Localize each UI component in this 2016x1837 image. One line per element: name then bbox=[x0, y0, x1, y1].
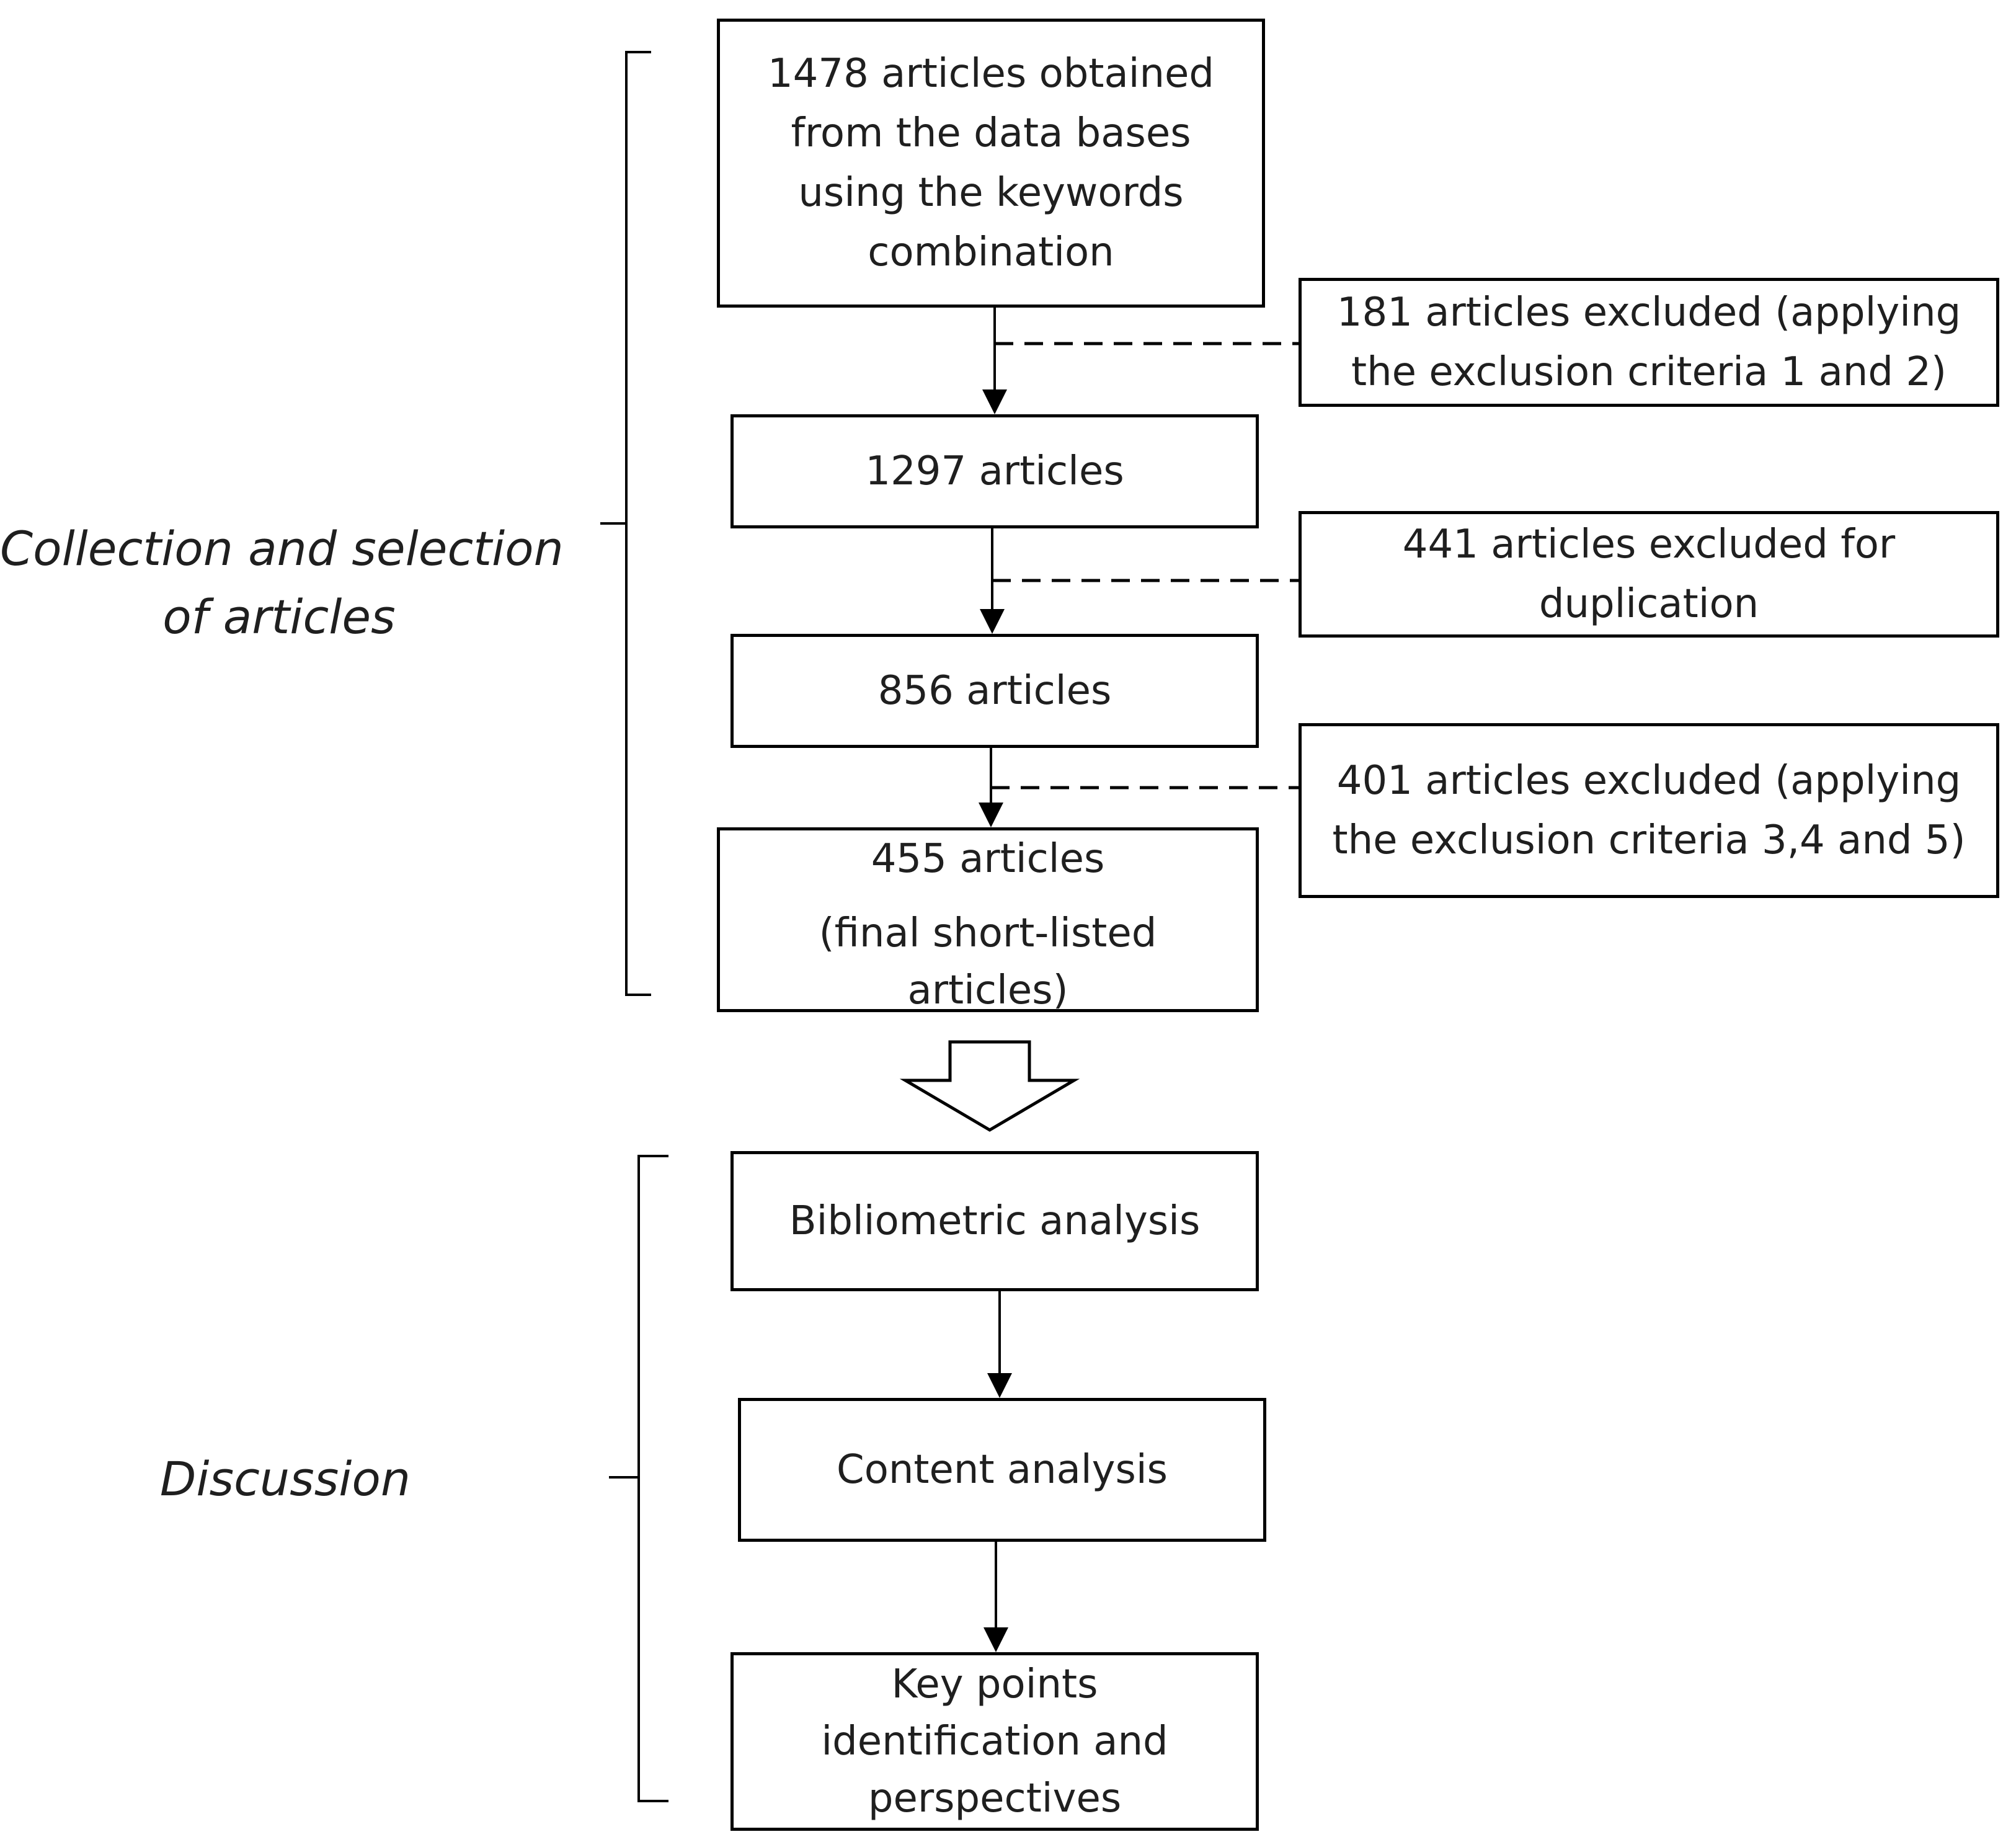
step-box-1478-articles: 1478 articles obtained from the data bas… bbox=[717, 19, 1265, 308]
exclusion-box-181-articles: 181 articles excluded (applying the excl… bbox=[1299, 278, 1999, 407]
section-label-collection: Collection and selection of articles bbox=[0, 521, 564, 644]
step-box-856-articles: 856 articles bbox=[730, 634, 1259, 748]
step-box-1297-articles: 1297 articles bbox=[730, 414, 1259, 528]
section-label-discussion: Discussion bbox=[159, 1451, 411, 1506]
discussion-bracket bbox=[609, 1155, 668, 1802]
exclusion-box-401-articles: 401 articles excluded (applying the excl… bbox=[1299, 723, 1999, 898]
analysis-box-key-points: Key points identification and perspectiv… bbox=[730, 1652, 1259, 1831]
exclusion-box-441-articles: 441 articles excluded for duplication bbox=[1299, 511, 1999, 638]
analysis-box-bibliometric: Bibliometric analysis bbox=[730, 1151, 1259, 1291]
hollow-down-arrow bbox=[899, 1040, 1080, 1132]
analysis-box-content: Content analysis bbox=[738, 1398, 1266, 1542]
collection-bracket bbox=[600, 51, 651, 996]
step-box-455-articles: 455 articles (final short-listed article… bbox=[717, 827, 1259, 1012]
